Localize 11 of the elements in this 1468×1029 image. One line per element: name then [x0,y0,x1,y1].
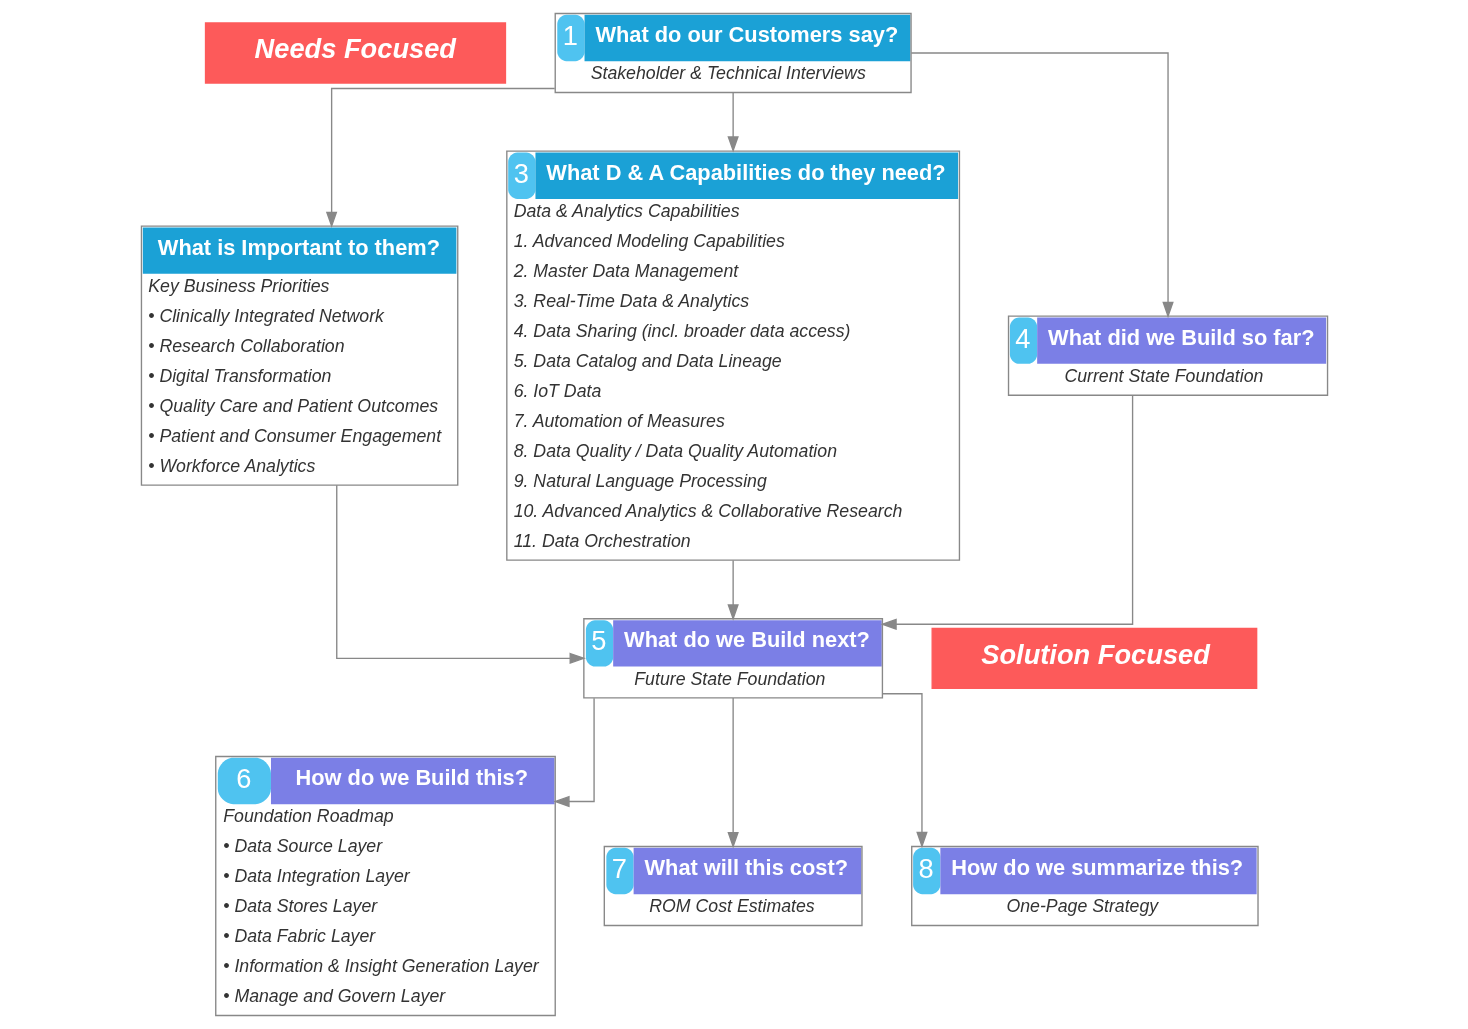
arrow [325,87,555,229]
arrow [726,91,739,153]
arrow [552,697,595,808]
node-box: Solution Focused [931,627,1257,689]
arrow [910,52,1174,319]
arrow [335,484,586,665]
arrow [726,559,739,621]
arrow [726,697,739,849]
arrow [879,394,1133,630]
arrow [881,693,928,849]
node-box: Needs Focused [204,22,506,84]
